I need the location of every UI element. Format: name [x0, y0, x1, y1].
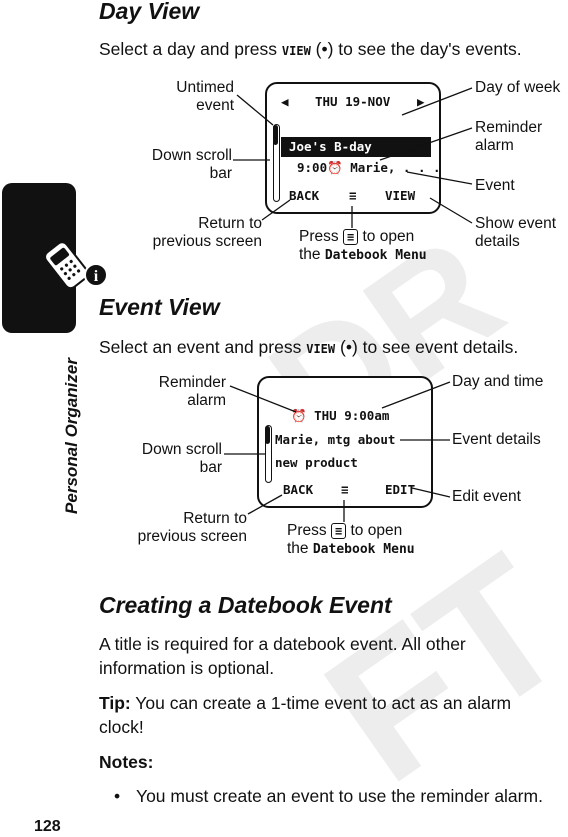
down-scroll-bar [273, 124, 280, 202]
event-view-intro: Select an event and press VIEW (•) to se… [99, 337, 519, 357]
callout-down-scroll: Down scroll bar [151, 147, 232, 182]
callout-reminder-alarm: Reminder alarm [475, 119, 543, 154]
menu-key-icon: ≡ [342, 229, 359, 245]
alarm-clock-icon: ⏰ [327, 160, 343, 175]
callout-reminder-alarm: Reminder alarm [158, 374, 226, 409]
creating-heading: Creating a Datebook Event [99, 592, 392, 618]
callout-edit-event: Edit event [452, 488, 521, 505]
callout-down-scroll: Down scroll bar [141, 441, 222, 476]
callout-show-details: Show event details [475, 215, 556, 250]
menu-key-icon: ≡ [330, 523, 347, 539]
creating-paragraph: A title is required for a datebook event… [99, 634, 466, 678]
svg-text:i: i [94, 268, 99, 285]
left-arrow-icon: ◀ [281, 94, 289, 109]
callout-return: Return to previous screen [137, 510, 247, 545]
callout-return: Return to previous screen [152, 215, 262, 250]
edit-softkey[interactable]: EDIT [385, 482, 416, 497]
view-softkey[interactable]: VIEW [385, 188, 416, 203]
callout-day-of-week: Day of week [475, 79, 561, 96]
event-details-line-2: new product [275, 455, 358, 470]
callout-event-details: Event details [452, 431, 541, 448]
timed-event-row[interactable]: 9:00⏰ Marie, . . . [297, 160, 441, 175]
menu-icon[interactable]: ≡ [349, 188, 357, 203]
event-view-screen: ⏰ THU 9:00am Marie, mtg about new produc… [257, 376, 433, 508]
phone-info-icon: i [44, 241, 108, 290]
callout-event: Event [475, 177, 515, 194]
day-of-week-date: THU 19-NOV [315, 94, 391, 109]
tip-paragraph: Tip: You can create a 1-time event to ac… [99, 693, 512, 737]
callout-day-and-time: Day and time [452, 373, 544, 390]
note-bullet-1: •You must create an event to use the rem… [114, 786, 543, 806]
day-view-screen: ◀ THU 19-NOV ▶ Joe's B-day 9:00⏰ Marie, … [265, 82, 441, 214]
untimed-event-row[interactable]: Joe's B-day [281, 137, 431, 157]
menu-icon[interactable]: ≡ [341, 482, 349, 497]
callout-untimed-event: Untimed event [176, 79, 234, 114]
back-softkey[interactable]: BACK [283, 482, 314, 497]
back-softkey[interactable]: BACK [289, 188, 320, 203]
event-datetime: ⏰ THU 9:00am [291, 408, 390, 423]
notes-label: Notes: [99, 752, 154, 772]
callout-press-menu: Press ≡ to open the Datebook Menu [287, 522, 415, 557]
callout-press-menu: Press ≡ to open the Datebook Menu [299, 228, 427, 263]
event-details-line-1: Marie, mtg about [275, 432, 396, 447]
right-arrow-icon: ▶ [417, 94, 425, 109]
day-view-intro: Select a day and press VIEW (•) to see t… [99, 39, 522, 59]
event-view-heading: Event View [99, 294, 220, 320]
day-view-heading: Day View [99, 0, 200, 24]
page-number: 128 [34, 818, 61, 835]
